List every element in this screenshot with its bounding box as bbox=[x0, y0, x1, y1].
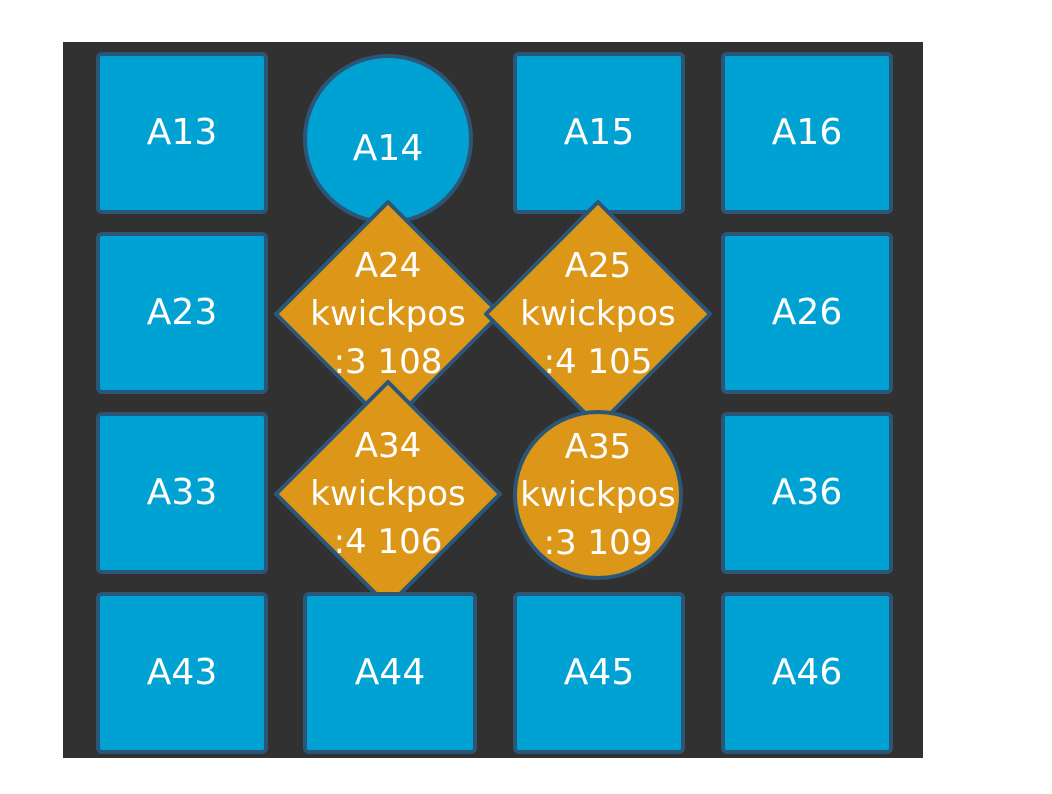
table-name: A25 bbox=[564, 246, 632, 286]
table-a14[interactable]: A14 bbox=[303, 54, 473, 224]
table-map: A13 A14 A15 A16 A23 A24 kwickpos :3 108 … bbox=[63, 42, 923, 758]
table-a36[interactable]: A36 bbox=[721, 412, 893, 574]
table-a16[interactable]: A16 bbox=[721, 52, 893, 214]
table-a34[interactable]: A34 kwickpos :4 106 bbox=[273, 379, 503, 609]
table-a25[interactable]: A25 kwickpos :4 105 bbox=[483, 199, 713, 429]
order-source: kwickpos bbox=[520, 475, 676, 515]
table-a24[interactable]: A24 kwickpos :3 108 bbox=[273, 199, 503, 429]
table-a25-label: A25 kwickpos :4 105 bbox=[483, 199, 713, 429]
order-source: kwickpos bbox=[310, 474, 466, 514]
table-a33[interactable]: A33 bbox=[96, 412, 268, 574]
order-source: kwickpos bbox=[310, 294, 466, 334]
table-a34-label: A34 kwickpos :4 106 bbox=[273, 379, 503, 609]
table-name: A34 bbox=[354, 426, 422, 466]
table-a13[interactable]: A13 bbox=[96, 52, 268, 214]
table-a46[interactable]: A46 bbox=[721, 592, 893, 754]
table-a24-label: A24 kwickpos :3 108 bbox=[273, 199, 503, 429]
order-info: :4 106 bbox=[333, 522, 443, 562]
table-a26[interactable]: A26 bbox=[721, 232, 893, 394]
table-a45[interactable]: A45 bbox=[513, 592, 685, 754]
table-a44[interactable]: A44 bbox=[303, 592, 477, 754]
table-a43[interactable]: A43 bbox=[96, 592, 268, 754]
table-name: A24 bbox=[354, 246, 422, 286]
order-info: :3 109 bbox=[543, 523, 653, 563]
table-a23[interactable]: A23 bbox=[96, 232, 268, 394]
order-info: :3 108 bbox=[333, 342, 443, 382]
table-a15[interactable]: A15 bbox=[513, 52, 685, 214]
order-source: kwickpos bbox=[520, 294, 676, 334]
order-info: :4 105 bbox=[543, 342, 653, 382]
table-name: A35 bbox=[564, 427, 632, 467]
table-a35[interactable]: A35 kwickpos :3 109 bbox=[513, 410, 683, 580]
